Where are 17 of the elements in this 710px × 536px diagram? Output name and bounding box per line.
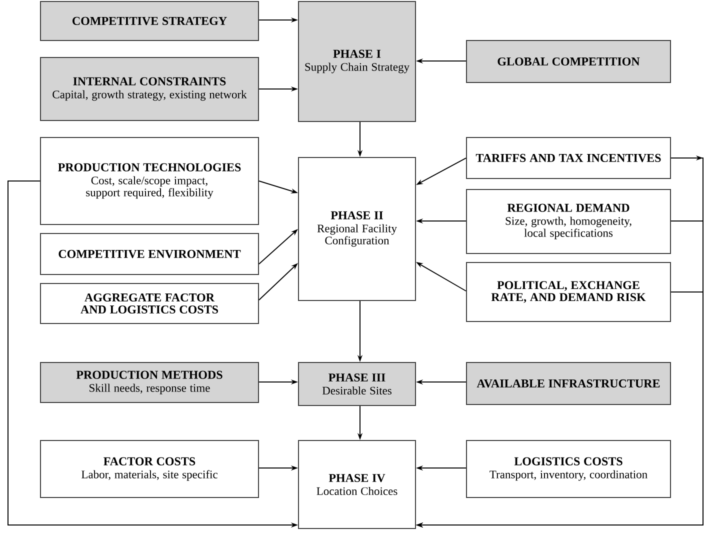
factor-box: AVAILABLE INFRASTRUCTURE: [466, 362, 671, 405]
factor-box: FACTOR COSTS Labor, materials, site specific: [40, 440, 259, 498]
factor-box: LOGISTICS COSTS Transport, inventory, coordination: [466, 440, 671, 498]
phase-box: PHASE IV Location Choices: [298, 440, 416, 529]
factor-box: GLOBAL COMPETITION: [466, 40, 671, 83]
factor-box: POLITICAL, EXCHANGE RATE, AND DEMAND RISK: [466, 262, 671, 322]
factor-box: INTERNAL CONSTRAINTS Capital, growth strategy, existing network: [40, 57, 259, 121]
factor-box: COMPETITIVE STRATEGY: [40, 1, 259, 41]
factor-box: REGIONAL DEMAND Size, growth, homogeneity, local specifications: [466, 189, 671, 254]
factor-box: TARIFFS AND TAX INCENTIVES: [466, 137, 671, 179]
phase-box: PHASE II Regional Facility Configuration: [298, 157, 416, 301]
factor-box: PRODUCTION TECHNOLOGIES Cost, scale/scope impact, support required, flexibility: [40, 137, 259, 225]
factor-box: PRODUCTION METHODS Skill needs, response time: [40, 362, 259, 403]
phase-box: PHASE I Supply Chain Strategy: [298, 1, 416, 122]
phase-box: PHASE III Desirable Sites: [298, 362, 416, 406]
factor-box: COMPETITIVE ENVIRONMENT: [40, 233, 259, 275]
factor-box: AGGREGATE FACTOR AND LOGISTICS COSTS: [40, 283, 259, 324]
